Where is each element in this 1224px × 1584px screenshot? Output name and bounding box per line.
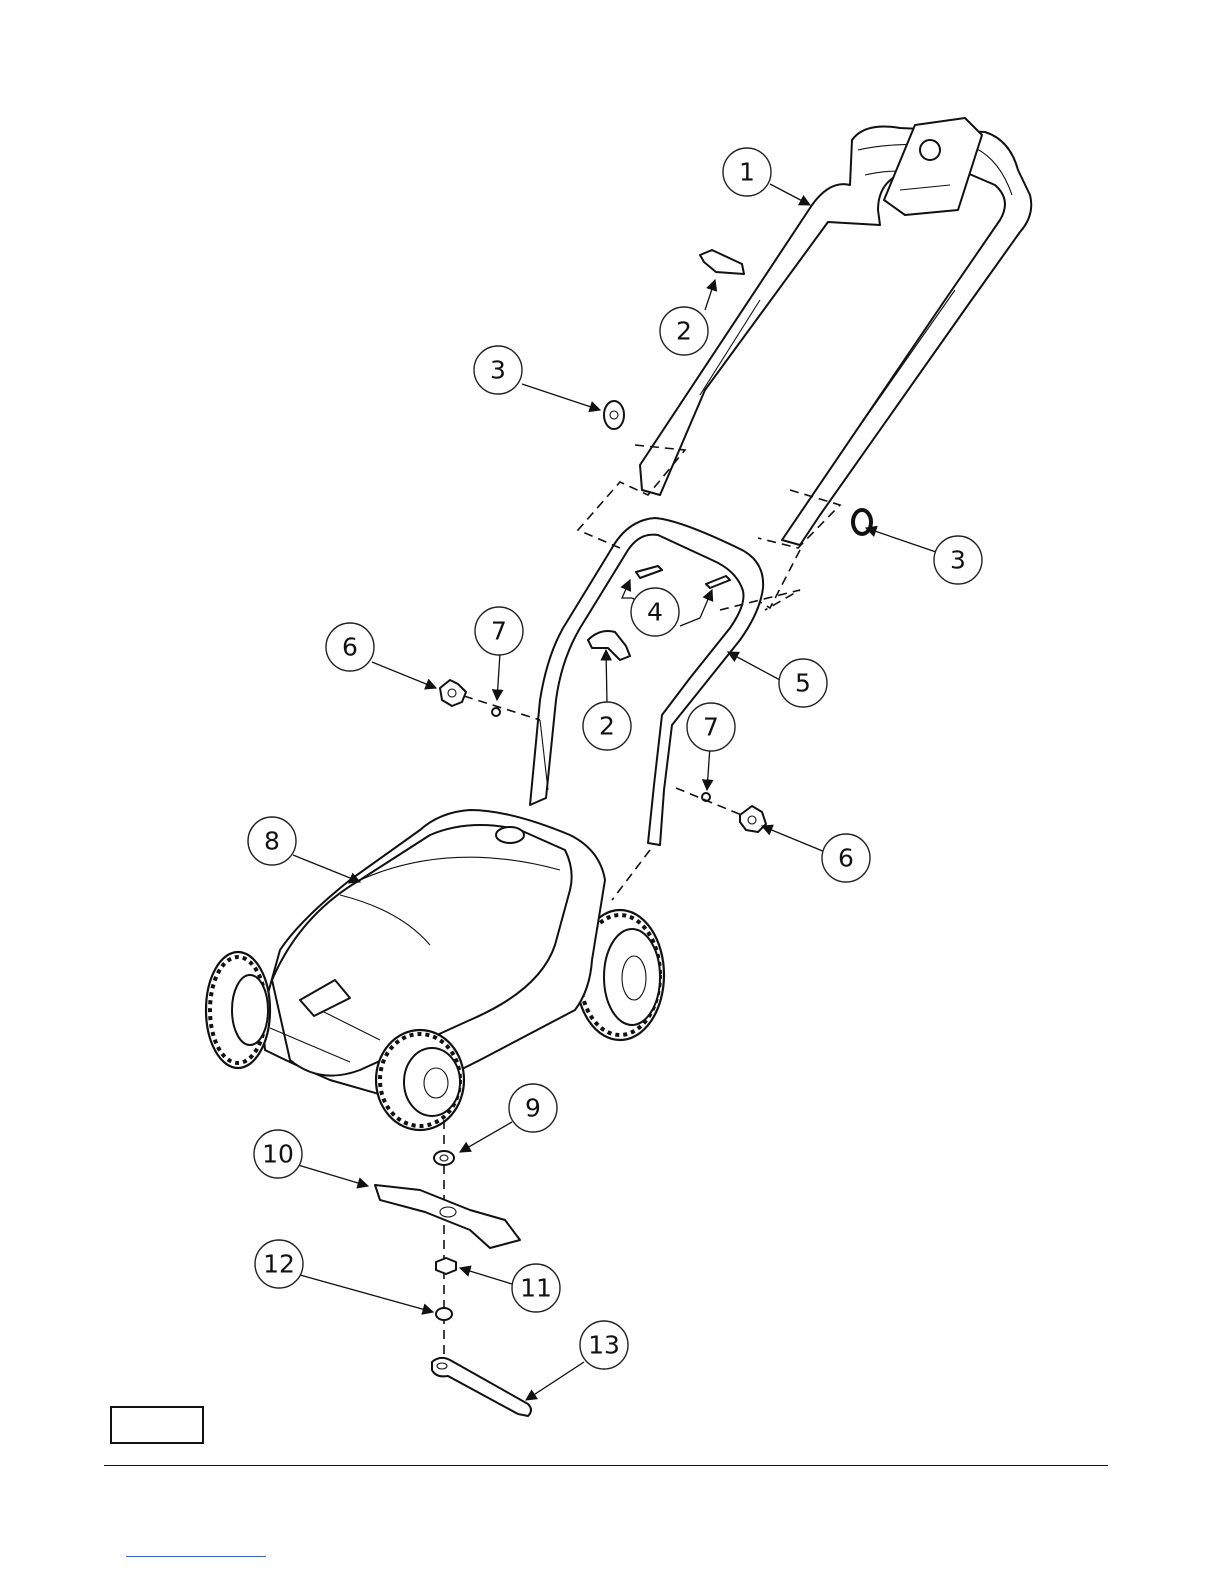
bolt-right-part	[706, 576, 730, 588]
footer-link-underline[interactable]	[126, 1556, 266, 1557]
svg-text:2: 2	[676, 317, 692, 346]
handle-to-deck-right	[612, 850, 650, 900]
svg-text:6: 6	[838, 844, 854, 873]
callout-3-left: 3	[474, 346, 522, 394]
spacer-part	[436, 1308, 452, 1320]
blade-nut-part	[434, 1151, 454, 1165]
knob-axis-right	[676, 788, 744, 816]
svg-text:7: 7	[703, 713, 719, 742]
callout-2-upper: 2	[660, 307, 708, 355]
callout-6-right: 6	[822, 834, 870, 882]
callout-13: 13	[580, 1321, 628, 1369]
figure-label-box	[110, 1406, 204, 1444]
page-divider	[104, 1465, 1108, 1466]
handle-knob-right-part	[853, 510, 871, 534]
svg-text:13: 13	[588, 1331, 620, 1360]
svg-text:7: 7	[491, 617, 507, 646]
callout-10: 10	[254, 1130, 302, 1178]
lower-handle-part	[530, 518, 763, 845]
svg-text:5: 5	[795, 669, 811, 698]
svg-text:6: 6	[342, 633, 358, 662]
callout-12: 12	[255, 1240, 303, 1288]
blade-washer-part	[436, 1258, 456, 1274]
washer-left-part	[492, 708, 500, 716]
cable-clip-upper-part	[700, 250, 744, 274]
callout-9: 9	[509, 1084, 557, 1132]
svg-text:10: 10	[262, 1140, 294, 1169]
svg-text:12: 12	[263, 1250, 295, 1279]
callout-6-left: 6	[326, 623, 374, 671]
star-knob-right-part	[740, 806, 766, 832]
svg-text:11: 11	[520, 1274, 552, 1303]
callout-11: 11	[512, 1264, 560, 1312]
cable-clip-lower-part	[588, 631, 630, 660]
svg-text:4: 4	[647, 598, 663, 627]
callout-7-right: 7	[687, 703, 735, 751]
callout-5: 5	[779, 659, 827, 707]
wrench-part	[432, 1358, 531, 1416]
svg-text:2: 2	[599, 712, 615, 741]
bolt-left-part	[636, 566, 662, 578]
leader-lines	[293, 184, 936, 1400]
knob-axis-left	[464, 696, 540, 720]
callout-7-left: 7	[475, 607, 523, 655]
callout-8: 8	[248, 817, 296, 865]
callout-1: 1	[723, 148, 771, 196]
svg-text:8: 8	[264, 827, 280, 856]
blade-part	[375, 1185, 520, 1248]
callout-4: 4	[631, 588, 679, 636]
svg-text:3: 3	[950, 546, 966, 575]
handle-knob-left-part	[604, 401, 624, 429]
star-knob-left-part	[440, 680, 466, 706]
svg-text:9: 9	[525, 1094, 541, 1123]
svg-text:1: 1	[739, 158, 755, 187]
svg-text:3: 3	[490, 356, 506, 385]
callout-3-right: 3	[934, 536, 982, 584]
callout-2-lower: 2	[583, 702, 631, 750]
